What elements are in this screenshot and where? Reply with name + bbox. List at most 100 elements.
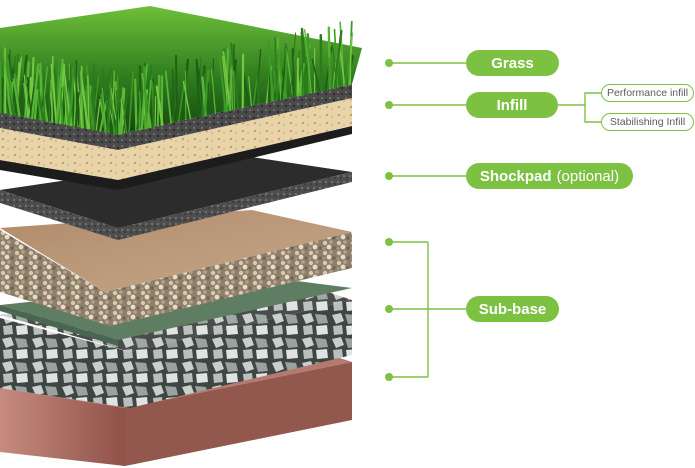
grass-blade — [171, 82, 179, 124]
grass-blade — [101, 68, 111, 134]
infill-branch-line — [558, 92, 601, 106]
grass-blade — [333, 28, 339, 88]
grass-blade — [197, 68, 205, 117]
stone-layer-body — [0, 300, 352, 408]
grass-blade — [3, 53, 12, 115]
subbase-dot-2 — [385, 305, 393, 313]
grass-blade — [146, 79, 152, 129]
shockpad-label: Shockpad (optional) — [466, 163, 633, 189]
grass-blade — [116, 90, 119, 135]
grass-blade — [109, 83, 115, 134]
infill-sand-front — [0, 128, 118, 180]
grass-blade — [31, 63, 40, 120]
membrane-layer-edge — [0, 305, 118, 346]
grass-blade — [229, 67, 233, 112]
grass-blade — [114, 76, 123, 135]
grass-blade — [164, 70, 172, 124]
subbase-label-text: Sub-base — [478, 300, 547, 318]
grass-blade — [319, 34, 323, 92]
shockpad-label-text: Shockpad — [479, 167, 552, 185]
shockpad-layer-edge — [0, 172, 352, 240]
infill-sand-side — [118, 98, 352, 180]
grass-blade — [210, 58, 215, 115]
grass-blade — [79, 71, 85, 129]
grass-blade — [339, 48, 346, 87]
grass-blade — [255, 49, 262, 106]
grass-blade — [195, 59, 201, 118]
subbase-label: Sub-base — [466, 296, 559, 322]
grass-blade — [256, 70, 259, 105]
grass-blade — [344, 56, 351, 87]
grass-blades — [0, 20, 354, 136]
grass-blade — [24, 61, 30, 118]
grass-blade — [296, 61, 300, 96]
grass-blade — [248, 76, 252, 107]
infill-rubber-front — [0, 112, 118, 150]
grass-blade — [182, 81, 192, 120]
shockpad-dot — [385, 172, 393, 180]
grass-blade — [311, 58, 320, 92]
grass-blade — [142, 66, 149, 129]
grass-blade — [349, 36, 353, 86]
stabilishing-infill-text: Stabilishing Infill — [609, 116, 686, 128]
grass-blade — [68, 75, 75, 126]
connector-dots — [385, 59, 393, 381]
gravel-layer-body — [0, 230, 352, 326]
infill-rubber-side — [118, 84, 352, 150]
performance-infill-text: Performance infill — [606, 87, 689, 99]
grass-blade — [267, 42, 275, 103]
grass-blade — [291, 48, 295, 98]
grass-blade — [42, 78, 46, 122]
grass-blade — [284, 47, 288, 99]
grass-blade — [0, 60, 3, 114]
grass-blade — [12, 78, 21, 117]
infill-branch-line-lower — [584, 105, 601, 123]
grass-blade — [289, 32, 297, 98]
grass-blade — [274, 36, 278, 101]
infill-label: Infill — [466, 92, 558, 118]
grass-blade — [122, 92, 128, 134]
grass-blade — [18, 54, 28, 117]
infill-dot — [385, 101, 393, 109]
subbase-dot-3 — [385, 373, 393, 381]
grass-blade — [106, 67, 112, 133]
grass-blade — [29, 86, 35, 119]
grass-blade — [33, 89, 39, 120]
infill-label-text: Infill — [496, 96, 528, 114]
grass-blade — [134, 78, 138, 132]
grass-blade — [87, 75, 90, 130]
grass-blade — [218, 57, 227, 112]
grass-blade — [118, 87, 125, 135]
grass-blade — [128, 71, 134, 133]
grass-label: Grass — [466, 50, 559, 76]
shockpad-layer-top — [0, 155, 352, 228]
soil-layer-side — [125, 362, 352, 466]
grass-blade — [233, 70, 235, 110]
grass-blade — [85, 65, 94, 131]
grass-blade — [300, 31, 307, 95]
grass-blade — [27, 77, 32, 119]
soil-layer-front — [0, 388, 125, 466]
grass-blade — [210, 68, 217, 114]
grass-blade — [304, 29, 312, 94]
performance-infill-tag: Performance infill — [601, 84, 694, 102]
grass-blade — [331, 43, 338, 88]
stabilishing-infill-tag: Stabilishing Infill — [601, 113, 694, 131]
grass-blade — [276, 48, 286, 100]
grass-blade — [328, 57, 332, 90]
subbase-dot-1 — [385, 238, 393, 246]
connector-lines — [389, 62, 601, 378]
grass-blade — [298, 63, 305, 97]
grass-blade — [55, 58, 64, 124]
grass-blade — [74, 92, 80, 128]
grass-blade — [95, 98, 101, 131]
grass-blade — [333, 29, 343, 89]
grass-dot — [385, 59, 393, 67]
grass-label-text: Grass — [491, 54, 534, 72]
shockpad-optional-note: (optional) — [556, 167, 620, 185]
grass-blade — [23, 74, 29, 118]
grass-blade — [175, 54, 178, 123]
grass-blade — [155, 85, 164, 126]
grass-blade — [172, 69, 175, 123]
